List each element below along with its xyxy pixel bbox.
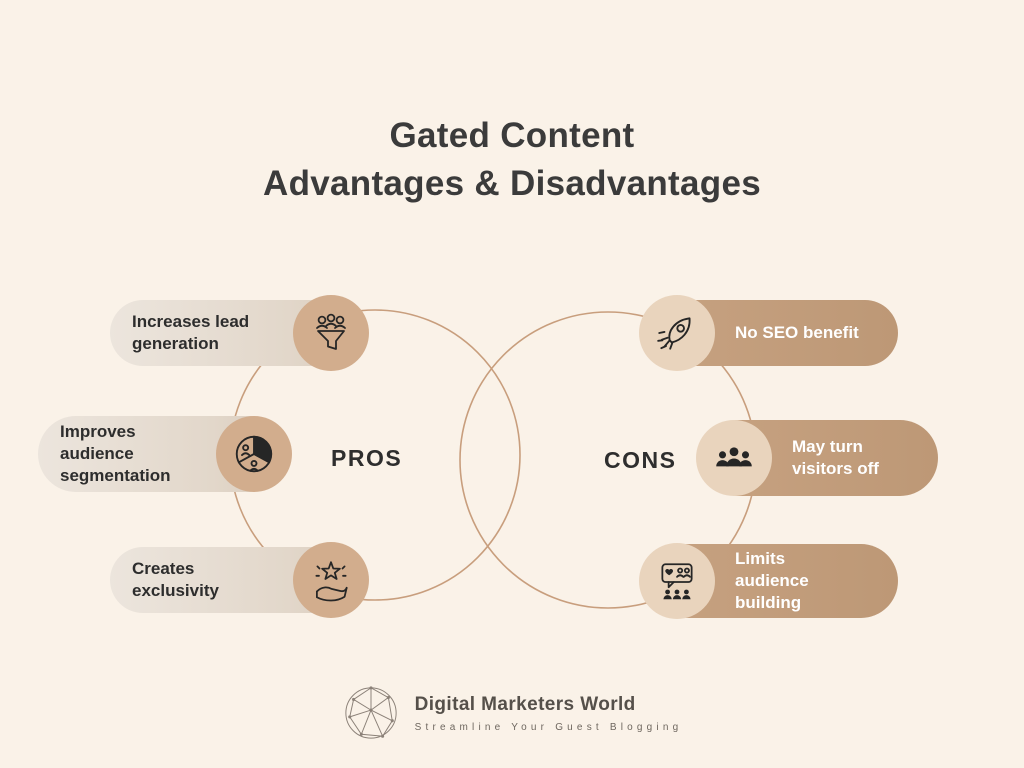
lead-generation-funnel-icon xyxy=(293,295,369,371)
cons-item-no-seo-benefit: No SEO benefit xyxy=(639,295,898,371)
cons-item-label: No SEO benefit xyxy=(735,323,859,343)
cons-item-label: Limits audience building xyxy=(735,549,809,612)
pros-item-label: Increases lead generation xyxy=(132,312,250,353)
cons-label: CONS xyxy=(604,447,677,473)
page-title-line2: Advantages & Disadvantages xyxy=(263,164,761,204)
audience-segmentation-icon xyxy=(216,416,292,492)
pros-item-creates-exclusivity: Creates exclusivity xyxy=(110,542,369,618)
page-title-line1: Gated Content xyxy=(389,116,635,155)
pros-item-label: Improves audience segmentation xyxy=(60,422,171,485)
footer-brand: Digital Marketers World Streamline Your … xyxy=(0,684,1024,742)
pros-item-label: Creates exclusivity xyxy=(132,559,219,600)
cons-item-may-turn-visitors-off: May turn visitors off xyxy=(696,420,938,496)
brand-name: Digital Marketers World xyxy=(414,693,636,715)
pros-label: PROS xyxy=(331,445,403,471)
cons-item-limits-audience-building: Limits audience building xyxy=(639,543,898,619)
brand-logo-globe-icon xyxy=(344,686,397,739)
pros-item-audience-segmentation: Improves audience segmentation xyxy=(38,416,292,492)
rocket-seo-icon xyxy=(639,295,715,371)
pros-item-lead-generation: Increases lead generation xyxy=(110,295,369,371)
brand-tagline: Streamline Your Guest Blogging xyxy=(414,721,683,733)
visitors-group-icon xyxy=(696,420,772,496)
cons-item-label: May turn visitors off xyxy=(792,437,879,478)
exclusivity-star-hand-icon xyxy=(293,542,369,618)
audience-building-chat-icon xyxy=(639,543,715,619)
page-title: Gated Content Advantages & Disadvantages xyxy=(0,112,1024,209)
